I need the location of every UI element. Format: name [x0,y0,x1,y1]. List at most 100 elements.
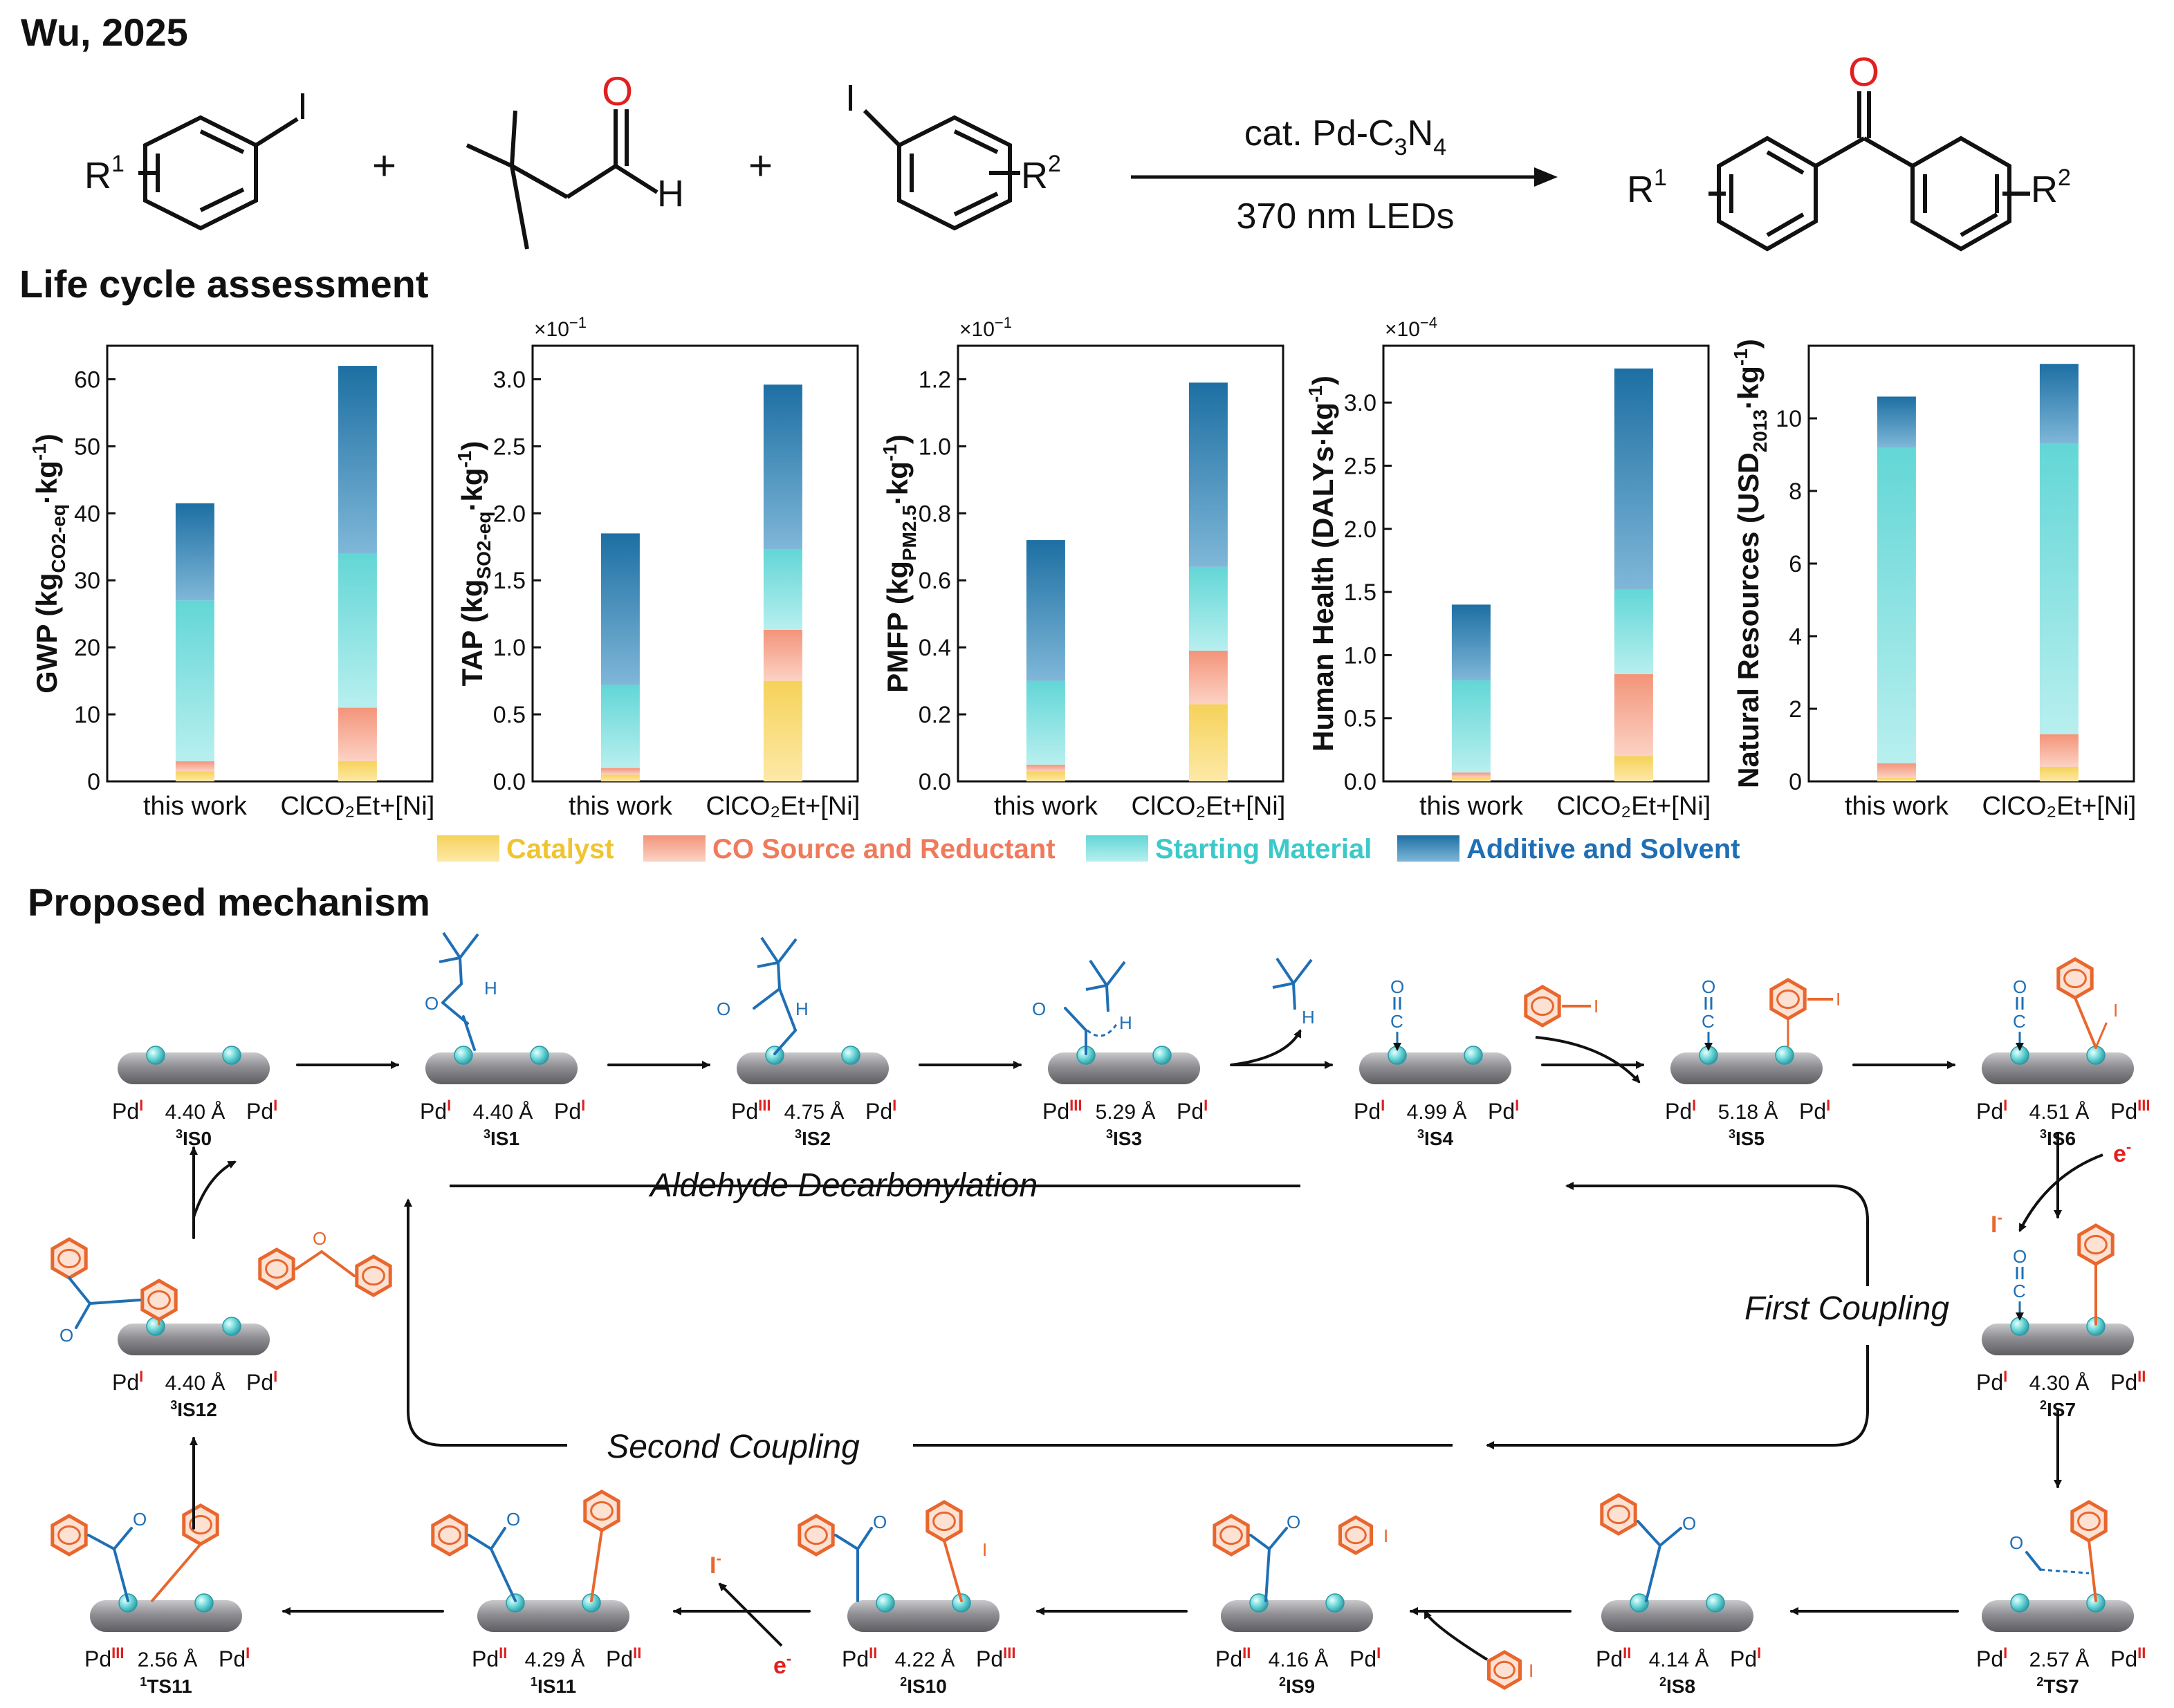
pd-atom-icon [952,1593,971,1613]
tert-butyl-icon [1272,957,1313,1010]
pd-left-label: PdII [842,1644,877,1671]
axis-multiplier: ×10−1 [534,314,587,341]
iodine-label: I [1529,1660,1533,1681]
phenyl-ring-icon [1524,985,1561,1028]
tert-butyl-icon [439,931,479,985]
bar-segment-additive-and-solvent [1188,382,1228,567]
cycle-loop-right-bottom [1486,1345,1869,1449]
citation-title: Wu, 2025 [21,10,188,54]
pd-atom-icon [1775,1046,1794,1065]
c3n4-support-icon [477,1600,629,1632]
product-r2-label: R2 [2031,165,2071,210]
pd-atom-icon [454,1046,473,1065]
pd-pd-distance: 4.75 Å [784,1101,845,1124]
bar-segment-catalyst [1614,756,1653,781]
bar-segment-catalyst [763,680,802,781]
cycle-loop-left [404,1198,567,1447]
c3n4-support-icon [1048,1052,1200,1084]
bar-segment-starting-material [1451,680,1491,773]
y-tick-label: 20 [74,635,100,661]
phenyl-ring-icon [50,1514,88,1557]
y-axis-label: Human Health (DALYs·kg-1) [1305,375,1339,752]
c3n4-support-icon [1601,1600,1753,1632]
loop-label-aldehyde-decarbonylation: Aldehyde Decarbonylation [648,1167,1038,1204]
pd-pd-distance: 4.30 Å [2029,1372,2090,1395]
y-tick-label: 2.5 [1344,453,1376,479]
pd-pd-distance: 4.16 Å [1269,1649,1329,1671]
bar-segment-starting-material [1614,589,1653,674]
bar-segment-catalyst [1877,777,1916,781]
svg-text:C: C [1390,1011,1403,1032]
pd-pd-distance: 4.29 Å [525,1649,585,1671]
plot-frame [531,344,859,783]
plus-sign-2: + [748,142,773,189]
pd-right-label: PdI [865,1097,896,1124]
axis-multiplier: ×10−1 [959,314,1012,341]
x-tick-label: ClCO₂Et+[Ni] [1557,792,1711,821]
legend-label-co-source: CO Source and Reductant [712,834,1056,864]
y-tick-label: 0.4 [919,635,951,661]
pd-right-label: PdIII [976,1644,1015,1671]
bar-segment-additive-and-solvent [1614,368,1653,590]
svg-text:O: O [2013,1246,2027,1267]
y-tick-label: 0 [87,769,100,795]
svg-text:O: O [1702,976,1715,997]
dashed-bond [2040,1568,2090,1575]
state-label: 2IS8 [1659,1675,1695,1697]
bar-segment-co-source-and-reductant [175,761,214,772]
axis-multiplier: ×10−4 [1385,314,1437,341]
bar-segment-additive-and-solvent [600,533,640,685]
carbon-monoxide-icon: OC [1390,976,1404,1051]
legend-label-catalyst: Catalyst [506,834,614,864]
pd-right-label: PdIII [2110,1097,2150,1124]
y-tick-label: 0.0 [493,769,526,795]
bar-segment-co-source-and-reductant [1026,764,1065,772]
pd-pd-distance: 4.40 Å [165,1101,225,1124]
bar-segment-co-source-and-reductant [1614,674,1653,756]
oxygen-label: O [133,1509,147,1530]
y-tick-label: 6 [1789,551,1802,577]
pd-pd-distance: 4.14 Å [1649,1649,1709,1671]
state-label: 3IS5 [1729,1127,1765,1149]
aldehyde-oxygen: O [602,69,633,114]
pd-left-label: PdI [1976,1097,2007,1124]
y-tick-label: 0.6 [919,568,951,594]
pd-pd-distance: 4.99 Å [1407,1101,1467,1124]
oxygen-label: O [1287,1512,1300,1532]
substrate-approach-arrow [1424,1610,1489,1661]
oxygen-label: O [59,1325,73,1346]
phenyl-ring-icon [431,1514,468,1557]
pd-atom-icon [2010,1593,2029,1613]
pd-left-label: PdI [112,1097,143,1124]
y-tick-label: 1.0 [919,434,951,460]
pd-left-label: PdI [420,1097,451,1124]
x-tick-label: this work [994,792,1098,821]
y-tick-label: 50 [74,434,100,460]
y-tick-label: 1.2 [919,366,951,393]
y-tick-label: 0.2 [919,702,951,728]
pd-atom-icon [146,1046,165,1065]
pd-right-label: PdI [246,1368,277,1395]
pd-atom-icon [1249,1593,1269,1613]
pd-left-label: PdI [1976,1368,2007,1395]
phenyl-ring-icon [355,1254,392,1297]
x-tick-label: ClCO₂Et+[Ni] [706,792,860,821]
c3n4-support-icon [90,1600,242,1632]
iodine-label: I [1383,1525,1388,1546]
y-tick-label: 0.0 [919,769,951,795]
c3n4-support-icon [1982,1052,2134,1084]
carbon-monoxide-icon: OC [2013,976,2027,1051]
phenyl-ring-icon [140,1279,178,1321]
y-tick-label: 1.5 [1344,579,1376,606]
aldehyde-carbonyl [614,109,658,194]
product-release-arrow [192,1160,237,1218]
pd-right-label: PdI [246,1097,277,1124]
pd-right-label: PdI [1799,1097,1830,1124]
pd-right-label: PdII [2110,1368,2146,1395]
